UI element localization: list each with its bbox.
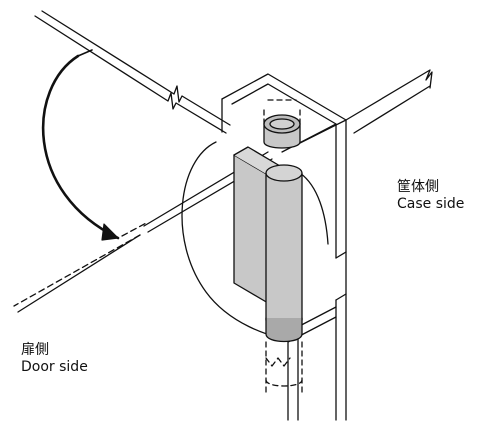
arrow-extension bbox=[121, 221, 149, 237]
door-side-label: 扉側 Door side bbox=[21, 342, 88, 376]
case-side-label: 筐体側 Case side bbox=[397, 179, 464, 213]
curved-arrow-icon bbox=[41, 49, 120, 241]
door-side-label-jp: 扉側 bbox=[21, 342, 49, 358]
door-panel-top-edge bbox=[34, 10, 231, 134]
case-top-edge bbox=[345, 69, 433, 134]
hinge-barrel bbox=[263, 114, 303, 343]
case-side-label-jp: 筐体側 bbox=[397, 179, 439, 195]
door-side-label-en: Door side bbox=[21, 359, 88, 375]
case-side-label-en: Case side bbox=[397, 196, 465, 212]
door-cutout bbox=[181, 141, 329, 341]
hinge-pin-hidden bbox=[263, 99, 303, 396]
